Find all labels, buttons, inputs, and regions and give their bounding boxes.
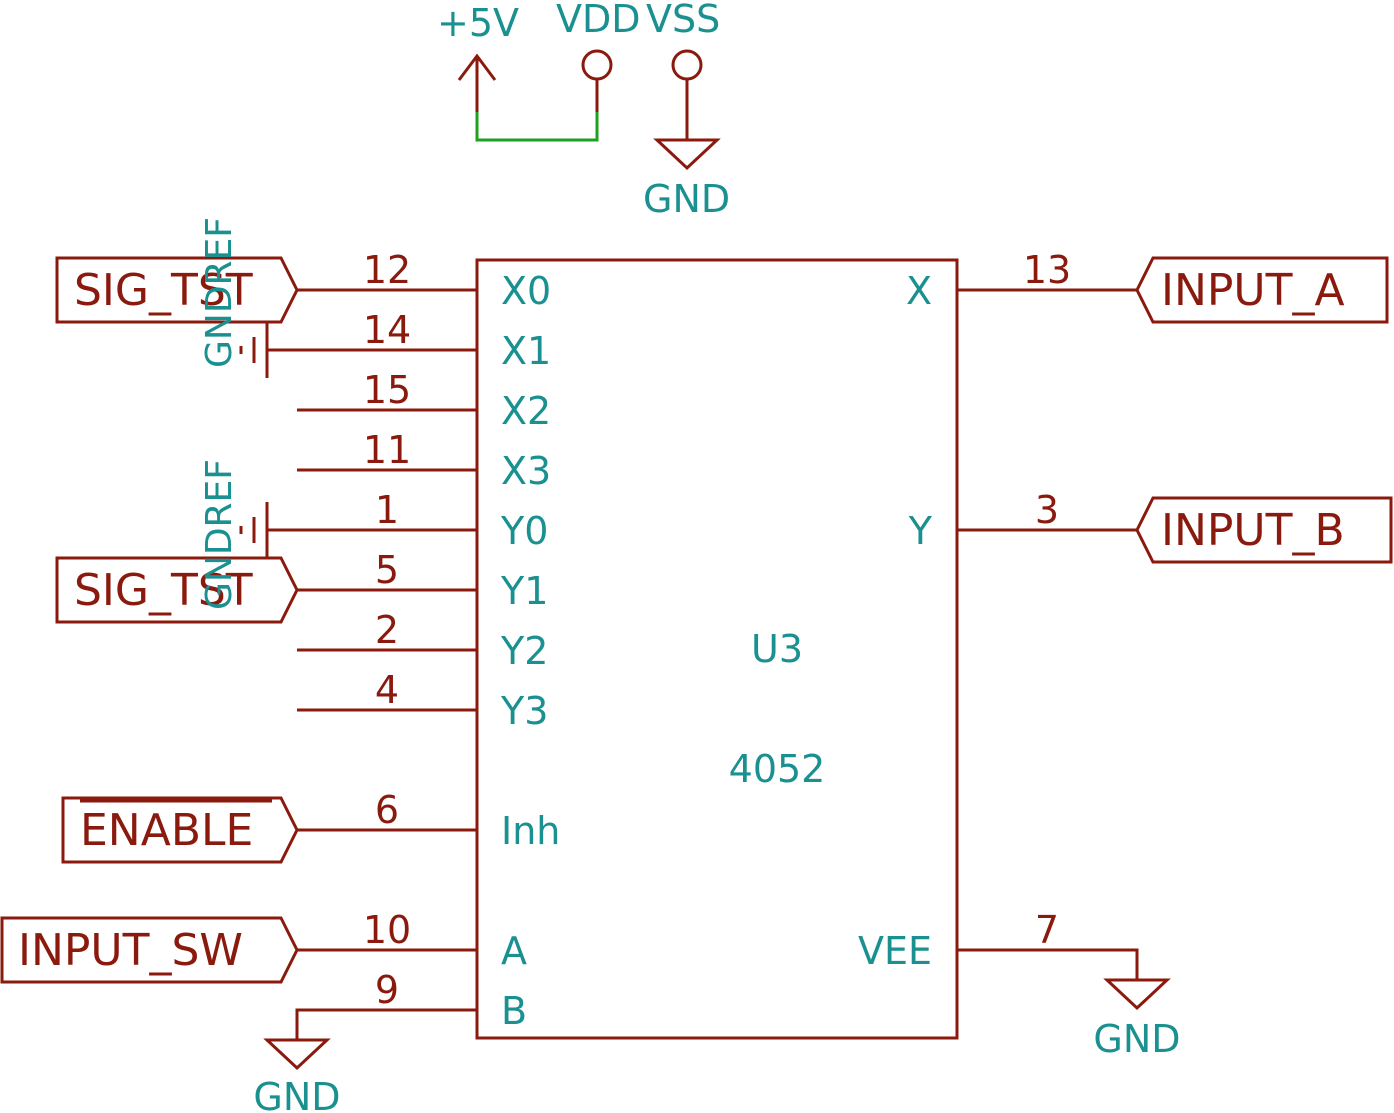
label-shape-input-b [1135, 496, 1393, 564]
label-shape-sig-tst-2 [55, 556, 299, 624]
pin-number: 15 [363, 368, 411, 412]
gndref-label-1: GNDREF [199, 217, 240, 368]
left-pin-wires [263, 288, 477, 1071]
left-pin-numbers: 12 14 15 11 1 5 2 4 6 10 9 [363, 248, 411, 1012]
pin-number: 11 [363, 428, 411, 472]
vss-label: VSS [646, 0, 720, 41]
left-pin-names: X0 X1 X2 X3 Y0 Y1 Y2 Y3 Inh A B [500, 269, 560, 1033]
right-pin-names: X Y VEE [858, 269, 933, 973]
label-input-b: INPUT_B [1161, 505, 1345, 556]
label-sig-tst-2: SIG_TST [74, 565, 253, 616]
pin-name: X0 [501, 269, 551, 313]
label-input-a: INPUT_A [1161, 265, 1345, 316]
pin-number: 3 [1035, 488, 1059, 532]
pin-name: Inh [501, 809, 560, 853]
pin-number: 7 [1035, 908, 1059, 952]
power-section: +5V VDD VSS GND [437, 0, 730, 221]
gndref-label-2: GNDREF [199, 459, 240, 610]
label-shape-input-sw [0, 916, 299, 984]
pin-number: 1 [375, 488, 399, 532]
pin-name: X2 [501, 389, 551, 433]
pin-name: Y0 [500, 509, 548, 553]
pin-number: 13 [1023, 248, 1071, 292]
pin-number: 14 [363, 308, 411, 352]
pin-name: X1 [501, 329, 551, 373]
pin-number: 2 [375, 608, 399, 652]
hier-labels: SIG_TST SIG_TST ENABLE INPUT_SW INPUT_A … [0, 256, 1393, 984]
label-enable: ENABLE [80, 805, 253, 856]
label-sig-tst-1: SIG_TST [74, 265, 253, 316]
gnd-label: GND [1093, 1017, 1180, 1061]
pin-wire-b [295, 1008, 477, 1040]
right-pin-wires [957, 288, 1171, 1011]
chip-reference: U3 [751, 627, 803, 671]
pin-name: X [906, 269, 932, 313]
pin-name: A [501, 929, 527, 973]
pin-name: Y1 [500, 569, 548, 613]
label-shape-input-a [1135, 256, 1389, 324]
vss-circle-icon [671, 49, 703, 81]
pin-name: X3 [501, 449, 551, 493]
pin-name: Y3 [500, 689, 548, 733]
pin-number: 12 [363, 248, 411, 292]
pin-name: Y [908, 509, 933, 553]
vdd-circle-icon [581, 49, 613, 81]
power-link-wire [475, 112, 599, 142]
plus5v-label: +5V [437, 1, 519, 45]
right-pin-numbers: 13 3 7 [1023, 248, 1071, 952]
gndref-symbol-1 [239, 322, 269, 378]
chip-body [475, 258, 959, 1040]
pin-number: 5 [375, 548, 399, 592]
pin-name: B [501, 989, 527, 1033]
ground-symbol-icon [653, 138, 721, 171]
label-input-sw: INPUT_SW [18, 925, 243, 976]
label-shape-sig-tst-1 [55, 256, 299, 324]
pin-name: VEE [858, 929, 932, 973]
gnd-label: GND [643, 177, 730, 221]
pin-number: 9 [375, 968, 399, 1012]
ground-symbol-icon [1103, 978, 1171, 1011]
gndref-symbol-2 [239, 502, 269, 558]
vdd-label: VDD [556, 0, 641, 41]
ground-symbol-icon [263, 1038, 331, 1071]
label-shape-enable [61, 796, 299, 864]
gnd-label: GND [253, 1075, 340, 1113]
pin-number: 10 [363, 908, 411, 952]
chip-value: 4052 [729, 747, 826, 791]
pin-number: 6 [375, 788, 399, 832]
pin-wire-vee [957, 948, 1139, 980]
pin-number: 4 [375, 668, 399, 712]
plus5v-arrow-icon [457, 53, 497, 81]
pin-name: Y2 [500, 629, 548, 673]
